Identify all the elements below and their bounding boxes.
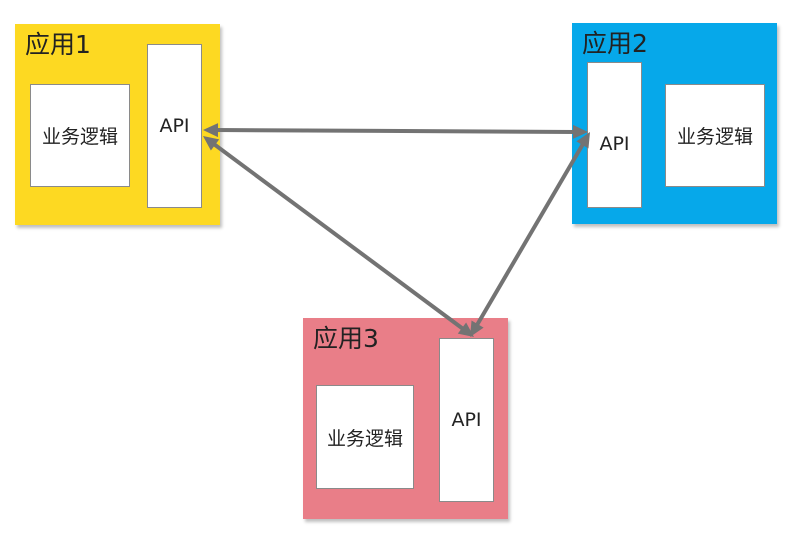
app-3-api-box: API xyxy=(439,338,494,502)
arrow-app1-app2-line xyxy=(214,128,577,134)
app-1-business-logic-label: 业务逻辑 xyxy=(41,126,118,148)
app-1-container: 应用1 业务逻辑 API xyxy=(15,24,220,225)
arrow-app2-app3-line xyxy=(474,141,586,328)
app-2-container: 应用2 API 业务逻辑 xyxy=(572,23,777,224)
app-2-title: 应用2 xyxy=(582,29,648,58)
app-1-title: 应用1 xyxy=(25,30,91,59)
app-3-business-logic-label: 业务逻辑 xyxy=(326,427,403,450)
app-2-api-box: API xyxy=(587,62,642,208)
app-3-container: 应用3 业务逻辑 API xyxy=(303,318,508,519)
app-3-api-label: API xyxy=(451,409,482,431)
app-3-business-logic-box: 业务逻辑 xyxy=(316,385,414,489)
app-2-business-logic-label: 业务逻辑 xyxy=(676,126,753,148)
app-2-api-label: API xyxy=(599,133,630,155)
arrow-app1-app3-line xyxy=(211,141,466,332)
app-1-api-label: API xyxy=(159,115,190,137)
app-2-business-logic-box: 业务逻辑 xyxy=(665,84,765,187)
app-1-business-logic-box: 业务逻辑 xyxy=(30,84,130,187)
app-1-api-box: API xyxy=(147,44,202,208)
app-3-title: 应用3 xyxy=(313,324,379,353)
